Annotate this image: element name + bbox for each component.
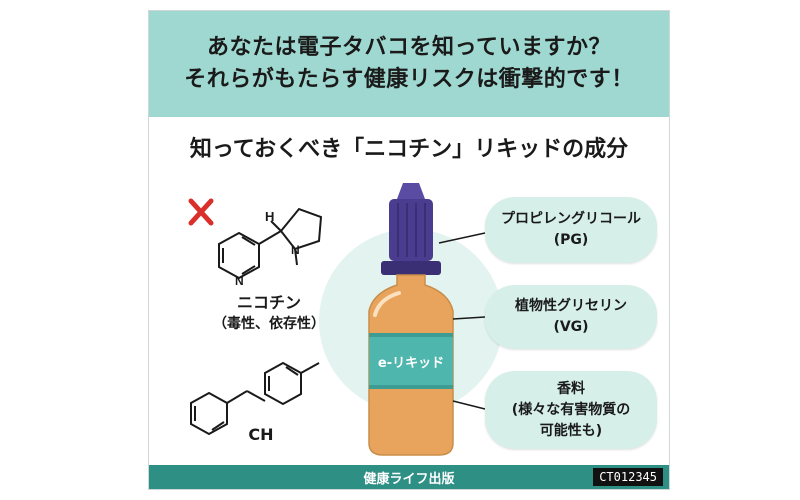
ingredient-pg: プロピレングリコール (PG) (485, 197, 657, 263)
connector-lines (438, 232, 486, 410)
ingredient-flavor-note-2: 可能性も) (539, 422, 603, 439)
illustration: H N N e-リ (188, 183, 503, 456)
nicotine-name: ニコチン (236, 293, 301, 312)
headline-line-2: それらがもたらす健康リスクは衝撃的です！ (184, 67, 634, 92)
atom-n-pyridine: N (235, 274, 244, 288)
ingredient-flavor-name: 香料 (557, 380, 585, 397)
ingredient-vg: 植物性グリセリン (VG) (485, 285, 657, 349)
ingredient-flavor: 香料 (様々な有害物質の 可能性も) (485, 371, 657, 449)
publisher-name: 健康ライフ出版 (363, 471, 455, 487)
e-liquid-bottle (368, 183, 454, 456)
headline-line-1: あなたは電子タバコを知っていますか？ (207, 35, 611, 60)
ingredient-pg-abbr: (PG) (553, 232, 589, 248)
atom-h: H (265, 209, 274, 224)
second-molecule-structure (190, 361, 320, 436)
second-molecule-label: CH (248, 425, 274, 444)
cross-mark-icon (188, 198, 214, 226)
ingredient-vg-abbr: (VG) (553, 319, 589, 335)
nicotine-structure (218, 207, 323, 280)
image-code: CT012345 (593, 468, 663, 486)
ingredient-vg-name: 植物性グリセリン (515, 298, 627, 314)
header-banner: あなたは電子タバコを知っていますか？ それらがもたらす健康リスクは衝撃的です！ (149, 11, 669, 117)
atom-n-pyrrolidine: N (291, 243, 300, 257)
footer-bar: 健康ライフ出版 CT012345 (149, 465, 669, 489)
infographic-card: あなたは電子タバコを知っていますか？ それらがもたらす健康リスクは衝撃的です！ … (148, 10, 670, 490)
ingredient-flavor-note-1: (様々な有害物質の (511, 401, 631, 418)
bottle-label: e-リキッド (378, 356, 444, 371)
nicotine-note: （毒性、依存性） (213, 316, 325, 332)
section-title: 知っておくべき「ニコチン」リキッドの成分 (189, 137, 629, 162)
ingredient-pg-name: プロピレングリコール (501, 211, 641, 227)
